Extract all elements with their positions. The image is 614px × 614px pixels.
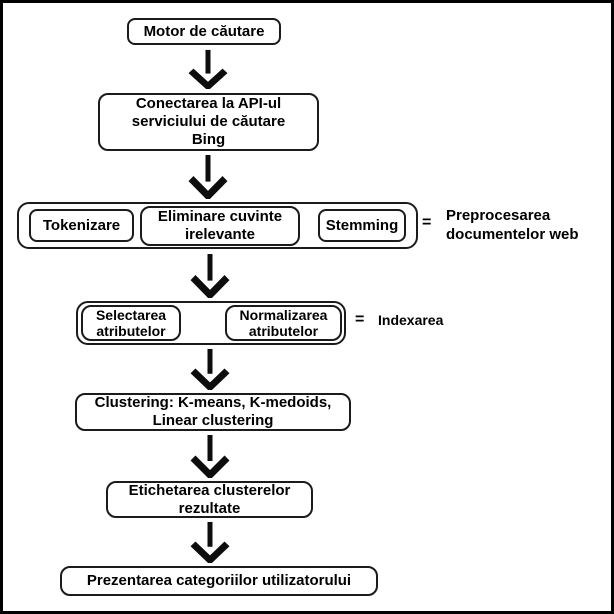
node-label-line: Linear clustering <box>152 412 274 429</box>
node-label-line: Etichetarea clusterelor <box>128 481 291 499</box>
flow-node-tokenization: Tokenizare <box>29 209 134 242</box>
down-arrow-icon <box>190 254 230 298</box>
node-label: Stemming <box>325 216 399 234</box>
node-label-line: Selectarea <box>95 307 167 323</box>
flow-node-presentation: Prezentarea categoriilor utilizatorului <box>60 566 378 596</box>
flow-node-attribute-normalization: Normalizarea atributelor <box>225 305 342 341</box>
node-label: Motor de căutare <box>143 22 265 40</box>
down-arrow-icon <box>188 49 228 89</box>
down-arrow-icon <box>190 348 230 390</box>
preprocessing-annotation: Preprocesarea documentelor web <box>446 206 579 244</box>
node-label-line: irelevante <box>184 226 256 243</box>
down-arrow-icon <box>190 435 230 478</box>
node-label-line: serviciului de căutare <box>131 113 286 130</box>
down-arrow-icon <box>188 155 228 199</box>
equals-sign: = <box>422 214 432 231</box>
indexing-annotation: Indexarea <box>378 312 444 328</box>
node-label-line: Conectarea la API-ul <box>135 95 282 112</box>
flow-node-search-engine: Motor de căutare <box>127 18 281 45</box>
node-label-line: atributelor <box>248 323 319 339</box>
node-label-line: Clustering: K-means, K-medoids, <box>94 394 332 411</box>
equals-sign: = <box>355 311 365 328</box>
flow-node-clustering: Clustering: K-means, K-medoids, Linear c… <box>75 393 351 431</box>
flow-node-cluster-labeling: Etichetarea clusterelor rezultate <box>106 481 313 518</box>
flow-node-api-connection: Conectarea la API-ul serviciului de căut… <box>98 93 319 151</box>
node-label-line: Bing <box>191 131 226 148</box>
flow-node-stemming: Stemming <box>318 209 406 242</box>
node-label-line: Normalizarea <box>239 307 328 323</box>
node-label-line: atributelor <box>96 323 166 339</box>
node-label-line: Eliminare cuvinte <box>157 208 283 225</box>
node-label-line: rezultate <box>178 499 241 517</box>
flow-node-attribute-selection: Selectarea atributelor <box>81 305 181 341</box>
flow-node-stopword-removal: Eliminare cuvinte irelevante <box>140 206 300 246</box>
annotation-line: documentelor web <box>446 226 579 243</box>
down-arrow-icon <box>190 521 230 563</box>
node-label: Tokenizare <box>42 216 121 234</box>
node-label: Prezentarea categoriilor utilizatorului <box>86 572 352 589</box>
annotation-line: Preprocesarea <box>446 207 551 224</box>
